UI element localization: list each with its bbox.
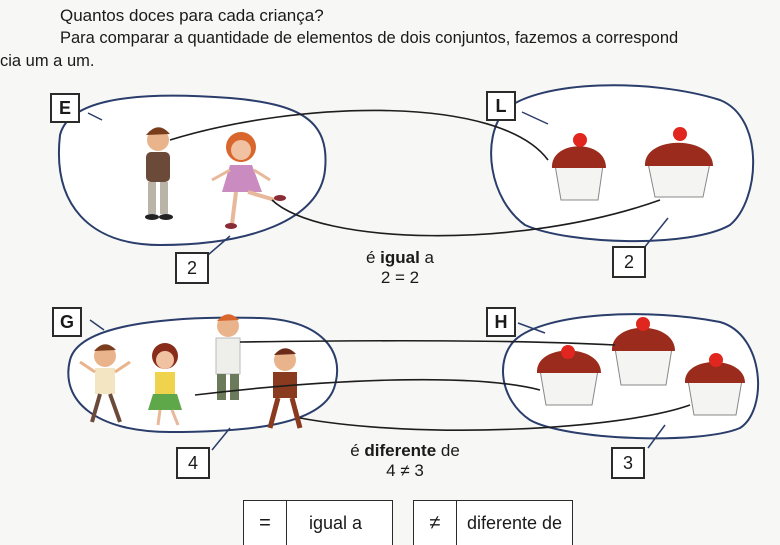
not-equal-symbol: ≠ xyxy=(414,501,457,545)
girl-figure xyxy=(148,343,182,426)
legend-different: ≠ diferente de xyxy=(413,500,574,545)
legend-equal: = igual a xyxy=(243,500,394,545)
correspondence-line xyxy=(239,339,616,346)
cupcake-figure xyxy=(551,133,606,201)
cupcake-figure xyxy=(536,345,601,406)
correspondence-line xyxy=(271,199,661,237)
set-h-label: H xyxy=(486,307,516,337)
cupcake-figure xyxy=(684,353,745,416)
set-h-count: 3 xyxy=(611,447,645,479)
intro-line-1: Para comparar a quantidade de elementos … xyxy=(60,29,679,47)
boy-figure xyxy=(79,344,131,423)
set-e-label: E xyxy=(50,93,80,123)
correspondence-line xyxy=(194,378,541,396)
comparison-keyword: igual xyxy=(380,248,420,267)
question-text: Quantos doces para cada criança? xyxy=(60,6,324,25)
comparison-keyword: diferente xyxy=(364,441,437,460)
comparison-suffix: a xyxy=(419,248,435,267)
correspondence-line xyxy=(169,109,549,161)
boy-figure xyxy=(145,127,173,220)
set-g-label: G xyxy=(52,307,82,337)
equal-symbol: = xyxy=(244,501,287,545)
comparison-different: é diferente de 4 ≠ 3 xyxy=(330,441,480,481)
girl-figure xyxy=(211,132,286,229)
comparison-prefix: é xyxy=(350,441,365,460)
intro-line-2: cia um a um. xyxy=(0,52,95,70)
different-meaning: diferente de xyxy=(467,512,563,533)
cupcake-figure xyxy=(611,317,675,386)
correspondence-line xyxy=(299,404,691,431)
set-e-count: 2 xyxy=(175,252,209,284)
comparison-equal: é igual a 2 = 2 xyxy=(340,248,460,288)
comparison-prefix: é xyxy=(365,248,381,267)
equal-meaning: igual a xyxy=(309,512,363,533)
boy-figure xyxy=(267,348,303,429)
comparison-expression: 2 = 2 xyxy=(380,268,420,287)
set-l-count: 2 xyxy=(612,246,646,278)
boy-figure xyxy=(215,314,241,400)
cupcake-figure xyxy=(644,127,713,198)
comparison-suffix: de xyxy=(436,441,460,460)
set-g-outline xyxy=(67,316,339,434)
set-l-label: L xyxy=(486,91,516,121)
comparison-expression: 4 ≠ 3 xyxy=(386,461,424,480)
set-g-count: 4 xyxy=(176,447,210,479)
set-l-outline xyxy=(490,84,755,243)
set-e-outline xyxy=(57,94,327,247)
